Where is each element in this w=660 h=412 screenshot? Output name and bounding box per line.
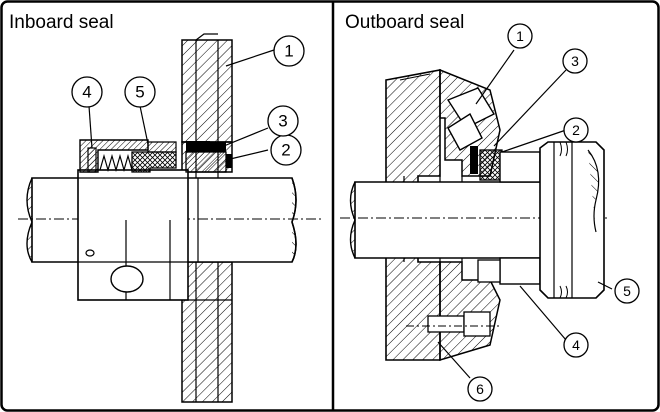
inboard-callout-5: 5 bbox=[124, 76, 156, 108]
inboard-callout-2: 2 bbox=[270, 134, 302, 166]
outboard-callout-4: 4 bbox=[563, 332, 589, 358]
inboard-callout-1: 1 bbox=[273, 35, 305, 67]
inboard-panel: Inboard seal bbox=[9, 12, 322, 403]
outboard-callout-2: 2 bbox=[563, 117, 589, 143]
outboard-title: Outboard seal bbox=[345, 12, 464, 33]
svg-text:4: 4 bbox=[572, 337, 580, 353]
outboard-callout-leaders bbox=[437, 49, 613, 379]
inboard-housing bbox=[181, 33, 233, 403]
svg-text:5: 5 bbox=[623, 283, 631, 299]
svg-text:1: 1 bbox=[284, 42, 293, 61]
svg-text:1: 1 bbox=[516, 28, 524, 44]
outboard-panel: Outboard seal bbox=[340, 12, 640, 402]
inboard-callout-3: 3 bbox=[267, 105, 299, 137]
svg-text:3: 3 bbox=[278, 112, 287, 131]
outboard-callout-6: 6 bbox=[467, 376, 493, 402]
inboard-title: Inboard seal bbox=[9, 12, 114, 33]
svg-text:3: 3 bbox=[571, 53, 579, 69]
svg-text:4: 4 bbox=[82, 83, 91, 102]
outboard-seal-assembly bbox=[470, 146, 541, 285]
inboard-callout-leaders bbox=[88, 49, 275, 161]
svg-text:2: 2 bbox=[281, 141, 290, 160]
inboard-sleeve bbox=[77, 169, 199, 301]
outboard-callout-1: 1 bbox=[507, 23, 533, 49]
svg-text:6: 6 bbox=[476, 381, 484, 397]
svg-text:5: 5 bbox=[135, 83, 144, 102]
inboard-callout-4: 4 bbox=[71, 76, 103, 108]
outboard-callout-3: 3 bbox=[562, 48, 588, 74]
svg-text:2: 2 bbox=[572, 122, 580, 138]
outboard-bolt bbox=[406, 311, 500, 337]
outboard-coupling bbox=[539, 141, 605, 299]
inboard-seal-assembly bbox=[79, 139, 232, 173]
outboard-callout-5: 5 bbox=[614, 278, 640, 304]
